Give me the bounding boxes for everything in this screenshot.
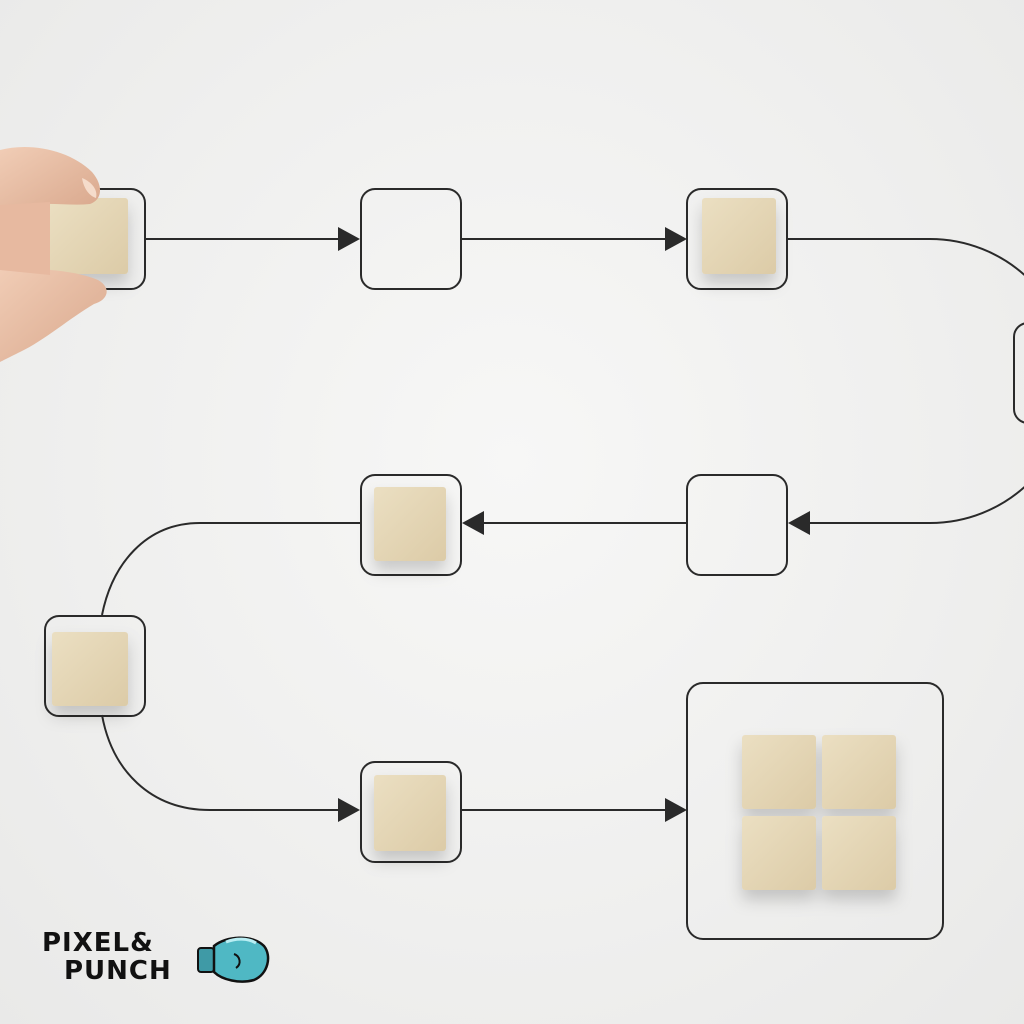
brand-name-line2: PUNCH — [64, 956, 172, 986]
brand-logo: PIXEL& PUNCH — [42, 930, 282, 994]
wood-block — [742, 816, 816, 890]
hand — [0, 146, 107, 362]
flow-lines — [101, 238, 1024, 811]
wood-block — [742, 735, 816, 809]
wood-block — [374, 775, 446, 851]
arrow-left-icon — [462, 511, 484, 535]
step-frame-5 — [686, 474, 788, 576]
arrow-right-icon — [665, 227, 687, 251]
wood-block — [374, 487, 446, 561]
wood-block — [52, 632, 128, 706]
wood-block — [822, 735, 896, 809]
wood-block — [50, 198, 128, 274]
step-frame-4 — [1013, 322, 1024, 424]
arrowheads — [338, 227, 810, 822]
arrow-right-icon — [338, 798, 360, 822]
boxing-glove-icon — [197, 936, 270, 983]
step-frame-7 — [44, 615, 146, 717]
wood-block — [702, 198, 776, 274]
brand-name-line1: PIXEL& — [42, 928, 154, 958]
step-frame-3 — [686, 188, 788, 290]
arrow-right-icon — [338, 227, 360, 251]
final-frame — [686, 682, 944, 940]
step-frame-8 — [360, 761, 462, 863]
arrow-right-icon — [665, 798, 687, 822]
step-frame-2 — [360, 188, 462, 290]
wood-block — [822, 816, 896, 890]
wooden-blocks — [50, 198, 896, 890]
step-frame-6 — [360, 474, 462, 576]
arrow-left-icon — [788, 511, 810, 535]
